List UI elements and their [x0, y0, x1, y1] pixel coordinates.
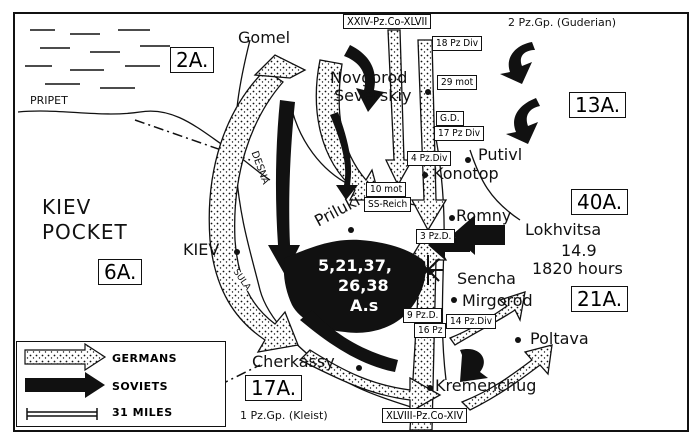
header-group-label: 2 Pz.Gp. (Guderian): [508, 16, 617, 29]
pocket-label-line2: POCKET: [42, 220, 128, 244]
header-corps-label: XXIV-Pz.Co-XLVII: [343, 14, 432, 29]
city-severskiy: Severskiy: [334, 86, 412, 105]
city-konotop: Konotop: [433, 164, 499, 183]
unit-gd: G.D.: [436, 111, 464, 126]
unit-29-mot: 29 mot: [437, 75, 478, 90]
legend-scale: 31 MILES: [112, 406, 173, 419]
army-box-13a: 13A.: [569, 92, 627, 118]
city-lokhvitsa: Lokhvitsa: [525, 220, 602, 239]
linkup-date: 14.9: [561, 241, 597, 260]
legend-germans: GERMANS: [112, 352, 178, 365]
legend-soviets: SOVIETS: [112, 380, 169, 393]
city-kremenchug: Kremenchug: [435, 376, 537, 395]
encircled-line1: 5,21,37,: [318, 256, 392, 275]
unit-18-pz-div: 18 Pz Div: [432, 36, 483, 51]
map-frame: [13, 12, 689, 432]
pocket-area: [283, 239, 426, 333]
map-legend: GERMANS SOVIETS 31 MILES: [16, 341, 226, 427]
city-gomel: Gomel: [238, 28, 291, 47]
unit-10-mot: 10 mot: [366, 182, 407, 197]
unit-9-pz-d: 9 Pz.D.: [403, 308, 443, 323]
linkup-time: 1820 hours: [532, 259, 623, 278]
scale-bar-icon: [26, 408, 98, 420]
encircled-line3: A.s: [350, 296, 379, 315]
unit-17-pz-div: 17 Pz Div: [434, 126, 485, 141]
army-box-40a: 40A.: [571, 189, 629, 215]
city-romny: Romny: [456, 206, 512, 225]
town-dots: [234, 89, 521, 391]
army-box-6a: 6A.: [98, 259, 143, 285]
city-kiev: KIEV: [183, 240, 220, 259]
footer-group-label: 1 Pz.Gp. (Kleist): [240, 409, 328, 422]
unit-3-pz-d: 3 Pz.D.: [416, 229, 456, 244]
army-box-21a: 21A.: [571, 286, 629, 312]
unit-16-pz: 16 Pz: [414, 323, 447, 338]
army-box-17a: 17A.: [245, 375, 303, 401]
city-sencha: Sencha: [457, 269, 516, 288]
unit-4-pz-div: 4 Pz.Div: [407, 151, 452, 166]
german-arrow-icon: [24, 342, 107, 372]
city-cherkassy: Cherkassy: [252, 352, 335, 371]
legend-symbols: [24, 342, 107, 420]
city-putivl: Putivl: [478, 145, 523, 164]
pocket-label-line1: KIEV: [42, 195, 92, 219]
unit-ss-reich: SS-Reich: [364, 197, 412, 212]
city-novgorod: Novgorod: [330, 68, 408, 87]
footer-corps-label: XLVIII-Pz.Co-XIV: [382, 408, 468, 423]
soviet-arrow-icon: [25, 372, 105, 398]
pripet-river: [17, 110, 271, 181]
army-box-2a: 2A.: [170, 47, 215, 73]
pripet-river-label: PRIPET: [30, 94, 68, 107]
unit-14-pz-div: 14 Pz.Div: [446, 314, 497, 329]
city-mirgorod: Mirgorod: [462, 291, 533, 310]
city-poltava: Poltava: [530, 329, 589, 348]
encircled-line2: 26,38: [338, 276, 389, 295]
